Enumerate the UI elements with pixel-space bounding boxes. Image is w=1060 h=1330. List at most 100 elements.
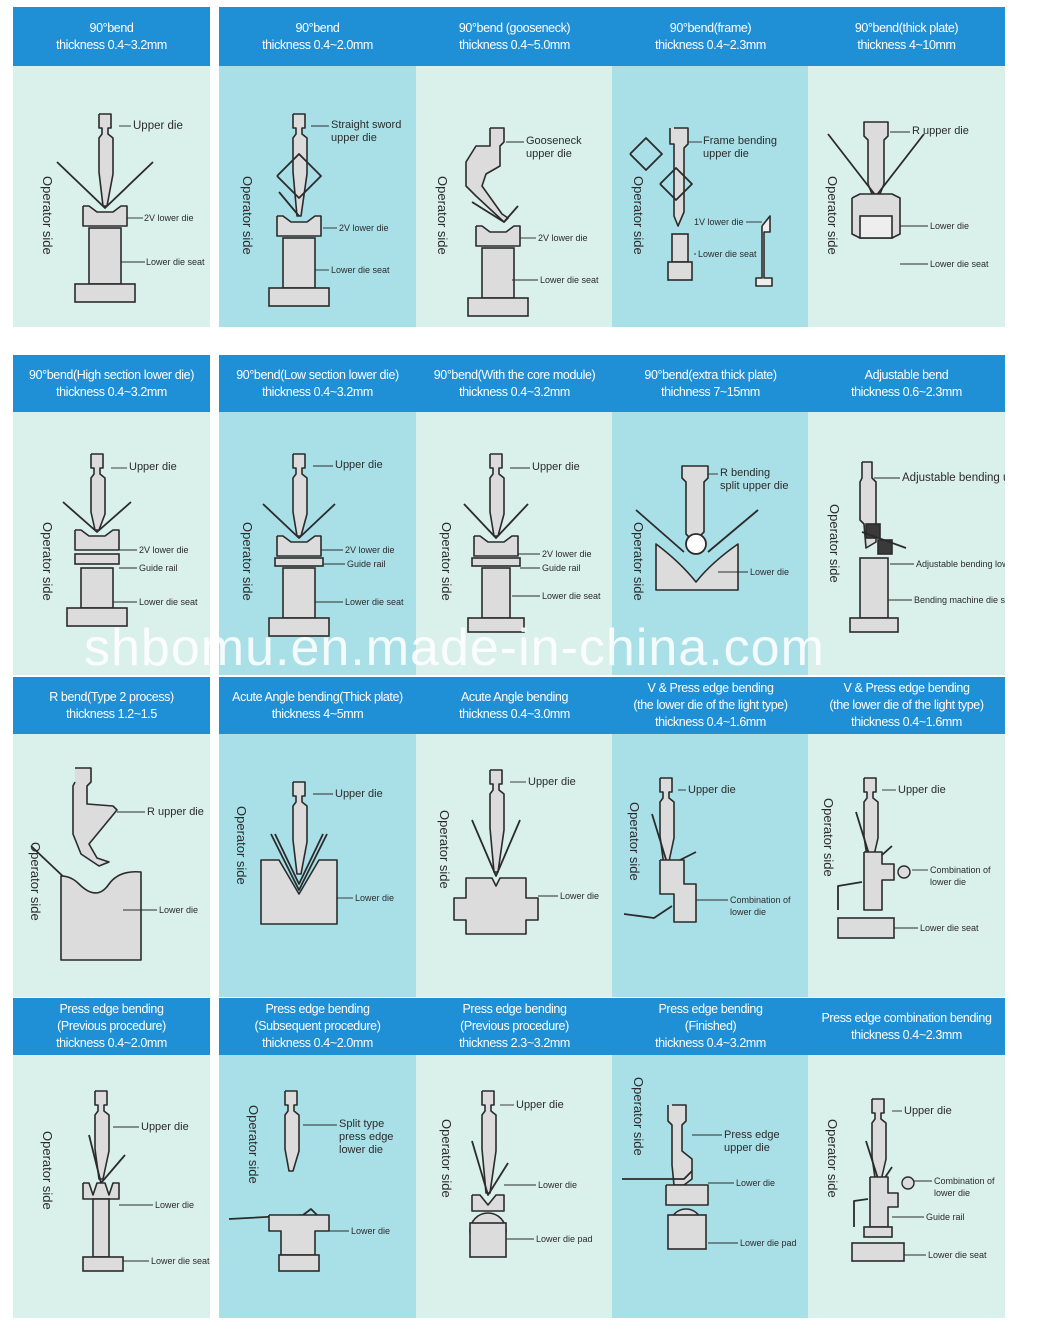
label-die-seat: Bending machine die seat bbox=[914, 595, 1005, 605]
card-title-line: thickness 0.4~3.2mm bbox=[459, 384, 570, 399]
card-title: 90°bend(extra thick plate) thichness 7~15… bbox=[612, 355, 809, 412]
card-title-line: thickness 0.4~1.6mm bbox=[851, 715, 962, 729]
label-upper-die: Upper die bbox=[904, 1105, 952, 1117]
lower-die-extra bbox=[655, 543, 739, 591]
card-title: Press edge bending(Finished)thickness 0.… bbox=[612, 998, 809, 1055]
bend-card-c6: 90°bend(Low section lower die)thickness … bbox=[219, 355, 416, 675]
card-title-line: thickness 0.6~2.3mm bbox=[851, 384, 962, 399]
label-2v-lower-die: 2V lower die bbox=[144, 213, 194, 223]
label-upper-die: Upper die bbox=[133, 120, 183, 132]
label-sword: Straight sword bbox=[331, 119, 401, 131]
label-press-edge-2: upper die bbox=[724, 1142, 770, 1154]
upper-die bbox=[292, 781, 308, 875]
card-title-line: thickness 0.4~3.0mm bbox=[459, 706, 570, 721]
lower-die-seat bbox=[282, 567, 316, 619]
label-adjust-lower: Adjustable bending lower die bbox=[916, 559, 1005, 569]
workpiece-frame-2 bbox=[659, 167, 693, 201]
label-lower-die: Lower die bbox=[355, 893, 394, 903]
card-title-line: 90°bend bbox=[89, 20, 134, 35]
label-upper-die: Upper die bbox=[532, 461, 580, 473]
lower-die-seat bbox=[80, 567, 114, 609]
label-lower-die-seat: Lower die seat bbox=[540, 275, 599, 285]
label-lower-die-seat: Lower die seat bbox=[930, 259, 989, 269]
workpiece bbox=[62, 501, 132, 533]
card-title: 90°bend(frame)thickness 0.4~2.3mm bbox=[612, 7, 809, 66]
workpiece-frame bbox=[276, 153, 322, 199]
combination-lower-die bbox=[869, 1176, 899, 1228]
label-guide-rail: Guide rail bbox=[542, 563, 581, 573]
card-title-line: thickness 0.4~3.2mm bbox=[655, 1036, 766, 1050]
label-lower-die-pad: Lower die pad bbox=[536, 1234, 593, 1244]
label-2v-lower-die: 2V lower die bbox=[538, 233, 588, 243]
card-title-line: thickness 0.4~2.0mm bbox=[56, 1036, 167, 1050]
card-title: 90°bend(High section lower die)thickness… bbox=[13, 355, 210, 412]
label-upper-die: Upper die bbox=[516, 1099, 564, 1111]
label-lower-die: Lower die bbox=[736, 1178, 775, 1188]
label-1v-lower-die: 1V lower die bbox=[694, 217, 744, 227]
card-title-line: 90°bend(extra thick plate) bbox=[644, 367, 777, 382]
label-upper-die: Upper die bbox=[528, 776, 576, 788]
label-lower-die: Lower die bbox=[351, 1226, 390, 1236]
operator-side-label: Operator side bbox=[435, 176, 450, 255]
lower-die-2v bbox=[473, 535, 519, 557]
operator-side-label: Operator side bbox=[234, 806, 249, 885]
label-frame-2: upper die bbox=[703, 148, 749, 160]
card-title-line: (Subsequent procedure) bbox=[254, 1019, 381, 1033]
card-title-line: 90°bend(frame) bbox=[669, 20, 752, 35]
lower-die-seat-base bbox=[66, 607, 128, 627]
gooseneck-upper-die bbox=[465, 127, 509, 223]
card-title: Acute Angle bending(Thick plate)thicknes… bbox=[219, 677, 416, 734]
label-2v-lower-die: 2V lower die bbox=[339, 223, 389, 233]
lower-die-seat-base bbox=[467, 617, 525, 633]
frame-lower-die-seat bbox=[667, 261, 693, 281]
card-title: V & Press edge bending(the lower die of … bbox=[612, 677, 809, 734]
label-lower-die: Lower die bbox=[159, 905, 198, 915]
card-title: 90°bend(With the core module)thickness 0… bbox=[416, 355, 613, 412]
lower-die-2v bbox=[82, 205, 128, 227]
lower-die bbox=[453, 877, 539, 935]
workpiece-flat bbox=[228, 1208, 318, 1220]
card-title-line: (the lower die of the light type) bbox=[633, 698, 788, 712]
die-seat bbox=[859, 557, 889, 619]
workpiece-frame-1 bbox=[629, 137, 663, 171]
label-press-edge: Press edge bbox=[724, 1129, 780, 1141]
label-2v-lower-die: 2V lower die bbox=[542, 549, 592, 559]
operator-side-label: Operator side bbox=[825, 1119, 840, 1198]
label-2v-lower-die: 2V lower die bbox=[345, 545, 395, 555]
card-title-line: thichness 7~15mm bbox=[661, 384, 760, 399]
card-title: R bend(Type 2 process)thickness 1.2~1.5 bbox=[13, 677, 210, 734]
label-r-bending-2: split upper die bbox=[720, 480, 789, 492]
card-title-line: Press edge bending bbox=[462, 1002, 567, 1016]
card-title: Press edge bending(Previous procedure)th… bbox=[416, 998, 613, 1055]
card-title-line: V & Press edge bending bbox=[843, 681, 970, 695]
label-combination: Combination of bbox=[930, 865, 991, 875]
card-title-line: 90°bend bbox=[295, 20, 340, 35]
lower-die-2v bbox=[276, 535, 322, 557]
r-upper-die bbox=[863, 121, 889, 195]
label-combination-2: lower die bbox=[930, 877, 966, 887]
upper-die bbox=[98, 113, 114, 207]
split-upper-die bbox=[681, 465, 709, 543]
operator-side-label: Operator side bbox=[825, 176, 840, 255]
